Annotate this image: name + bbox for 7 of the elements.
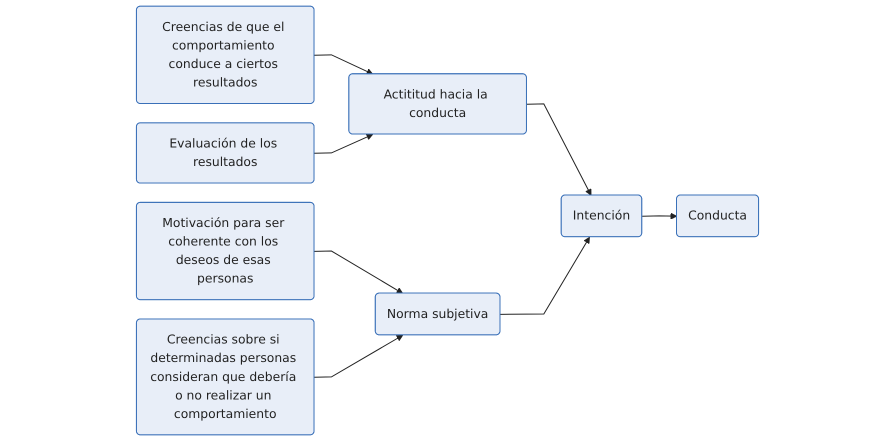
arrow xyxy=(500,236,590,315)
arrow xyxy=(314,134,374,154)
arrow xyxy=(642,212,678,220)
arrow xyxy=(314,54,374,75)
arrow xyxy=(526,103,592,196)
arrow xyxy=(314,334,404,378)
arrow xyxy=(314,250,404,294)
